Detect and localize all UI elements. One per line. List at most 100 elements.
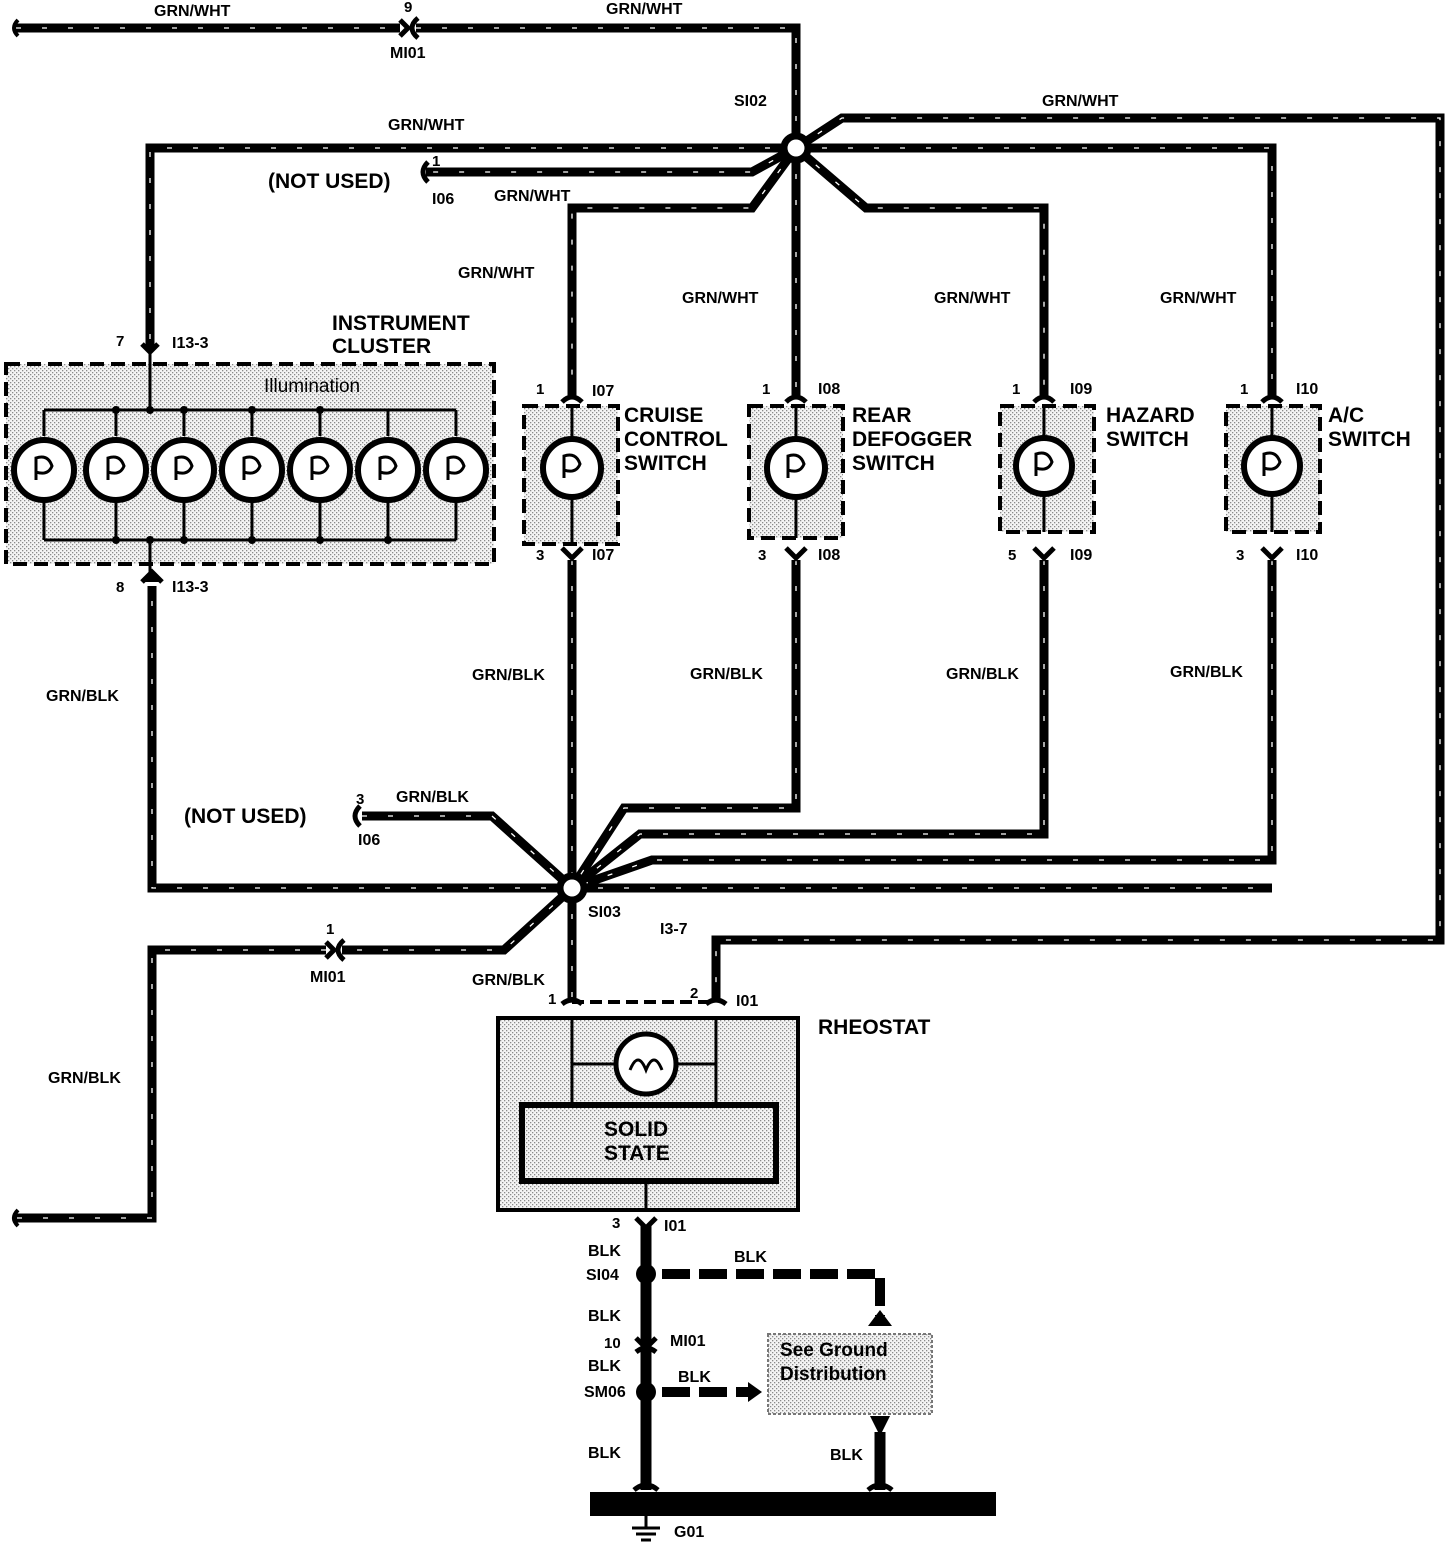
hazard-switch-line1: HAZARD	[1106, 404, 1195, 427]
pin-defogger-in: 1	[762, 381, 770, 398]
wire-label-blk-sm06-branch: BLK	[678, 1369, 711, 1386]
wire-label-top-left: GRN/WHT	[154, 3, 231, 20]
wire-label-i06-return: GRN/BLK	[396, 789, 469, 806]
pin-ac-out: 3	[1236, 547, 1244, 564]
bulb-icon	[355, 410, 421, 540]
solid-state-line2: STATE	[604, 1142, 670, 1165]
wire-label-ac-feed: GRN/WHT	[1160, 290, 1237, 307]
wire-label-blk-1: BLK	[588, 1243, 621, 1260]
wire-label-defogger-feed: GRN/WHT	[682, 290, 759, 307]
pin-cluster-in: 7	[116, 333, 124, 350]
connector-i01-top: I01	[736, 993, 758, 1010]
wire-label-blk-4: BLK	[588, 1445, 621, 1462]
bulb-icon	[287, 410, 353, 540]
instrument-cluster-title-line1: INSTRUMENT	[332, 312, 470, 335]
pin-ac-in: 1	[1240, 381, 1248, 398]
connector-i09-bottom: I09	[1070, 547, 1092, 564]
pin-cruise-out: 3	[536, 547, 544, 564]
bulb-icon	[151, 410, 217, 540]
cruise-control-switch-line1: CRUISE	[624, 404, 703, 427]
connector-i10-bottom: I10	[1296, 547, 1318, 564]
bulb-icon	[423, 410, 489, 540]
ground-symbol-icon	[632, 1516, 660, 1542]
connector-i01-bottom: I01	[664, 1218, 686, 1235]
wire-label-blk-5: BLK	[830, 1447, 863, 1464]
splice-si02	[780, 132, 812, 164]
not-used-top: (NOT USED)	[268, 170, 391, 193]
wire-label-cruise-return: GRN/BLK	[472, 667, 545, 684]
grn-wht-wire-stripes	[16, 27, 1441, 1002]
pin-rheostat-3: 3	[612, 1215, 620, 1232]
ac-switch-line1: A/C	[1328, 404, 1364, 427]
connector-i06-bottom: I06	[358, 832, 380, 849]
wire-label-hazard-return: GRN/BLK	[946, 666, 1019, 683]
wire-label-hazard-feed: GRN/WHT	[934, 290, 1011, 307]
bulb-icon	[11, 410, 77, 540]
connector-i07-top: I07	[592, 383, 614, 400]
connector-i10-top: I10	[1296, 381, 1318, 398]
wire-label-mi01-return: GRN/BLK	[48, 1070, 121, 1087]
bulb-icon	[219, 410, 285, 540]
rheostat-title: RHEOSTAT	[818, 1016, 931, 1039]
connector-mi01-top: MI01	[390, 45, 426, 62]
instrument-cluster-title-line2: CLUSTER	[332, 335, 431, 358]
wire-label-defogger-return: GRN/BLK	[690, 666, 763, 683]
rear-defogger-switch-line1: REAR	[852, 404, 912, 427]
wire-label-cluster-return: GRN/BLK	[46, 688, 119, 705]
pin-i06-bottom: 3	[356, 791, 364, 808]
pin-mi01-top: 9	[404, 0, 412, 16]
pin-hazard-in: 1	[1012, 381, 1020, 398]
rheostat-internals	[570, 1000, 718, 1210]
hazard-switch-line2: SWITCH	[1106, 428, 1189, 451]
grn-blk-wire-stripes	[16, 560, 1273, 1219]
pin-cruise-in: 1	[536, 381, 544, 398]
splice-si04	[636, 1264, 656, 1284]
wire-label-rheostat-feed: GRN/BLK	[472, 972, 545, 989]
solid-state-line1: SOLID	[604, 1118, 668, 1141]
ground-note-line1: See Ground	[780, 1340, 888, 1361]
illumination-label: Illumination	[264, 376, 360, 397]
grn-blk-wires	[16, 560, 1277, 1223]
bulb-icon	[83, 410, 149, 540]
ground-label: G01	[674, 1524, 704, 1541]
hazard-bulb-icon	[1013, 406, 1075, 532]
wire-label-ac-return: GRN/BLK	[1170, 664, 1243, 681]
wire-label-right-loop: GRN/WHT	[1042, 93, 1119, 110]
pin-i06-top: 1	[432, 153, 440, 170]
connector-i09-top: I09	[1070, 381, 1092, 398]
rear-defogger-switch-line3: SWITCH	[852, 452, 935, 475]
connector-i13-3-top: I13-3	[172, 335, 209, 352]
pin-hazard-out: 5	[1008, 547, 1016, 564]
ground-bar	[590, 1492, 996, 1516]
wire-label-top-right: GRN/WHT	[606, 1, 683, 18]
splice-label-si04: SI04	[586, 1267, 619, 1284]
connector-i3-7: I3-7	[660, 921, 688, 938]
connector-i07-bottom: I07	[592, 547, 614, 564]
connector-i08-bottom: I08	[818, 547, 840, 564]
not-used-bottom: (NOT USED)	[184, 805, 307, 828]
ground-note-line2: Distribution	[780, 1364, 887, 1385]
splice-label-sm06: SM06	[584, 1384, 626, 1401]
connector-i08-top: I08	[818, 381, 840, 398]
wire-label-blk-si04-branch: BLK	[734, 1249, 767, 1266]
connector-mi01-low: MI01	[670, 1333, 706, 1350]
splice-si03	[556, 872, 588, 904]
pin-rheostat-1: 1	[548, 991, 556, 1008]
pin-rheostat-2: 2	[690, 985, 698, 1002]
ac-bulb-icon	[1241, 406, 1303, 532]
connector-i06-top: I06	[432, 191, 454, 208]
wire-label-blk-3: BLK	[588, 1358, 621, 1375]
cruise-control-switch-line2: CONTROL	[624, 428, 728, 451]
splice-sm06	[636, 1382, 656, 1402]
pin-mi01-mid: 1	[326, 921, 334, 938]
pin-defogger-out: 3	[758, 547, 766, 564]
rear-defogger-bulb-icon	[764, 406, 828, 538]
wire-label-i06-feed: GRN/WHT	[494, 188, 571, 205]
cruise-control-bulb-icon	[540, 406, 604, 544]
instrument-cluster-bulbs	[11, 352, 489, 572]
solid-state-box	[519, 1102, 779, 1184]
connector-i13-3-bottom: I13-3	[172, 579, 209, 596]
cruise-control-switch-line3: SWITCH	[624, 452, 707, 475]
wire-label-cruise-feed: GRN/WHT	[458, 265, 535, 282]
